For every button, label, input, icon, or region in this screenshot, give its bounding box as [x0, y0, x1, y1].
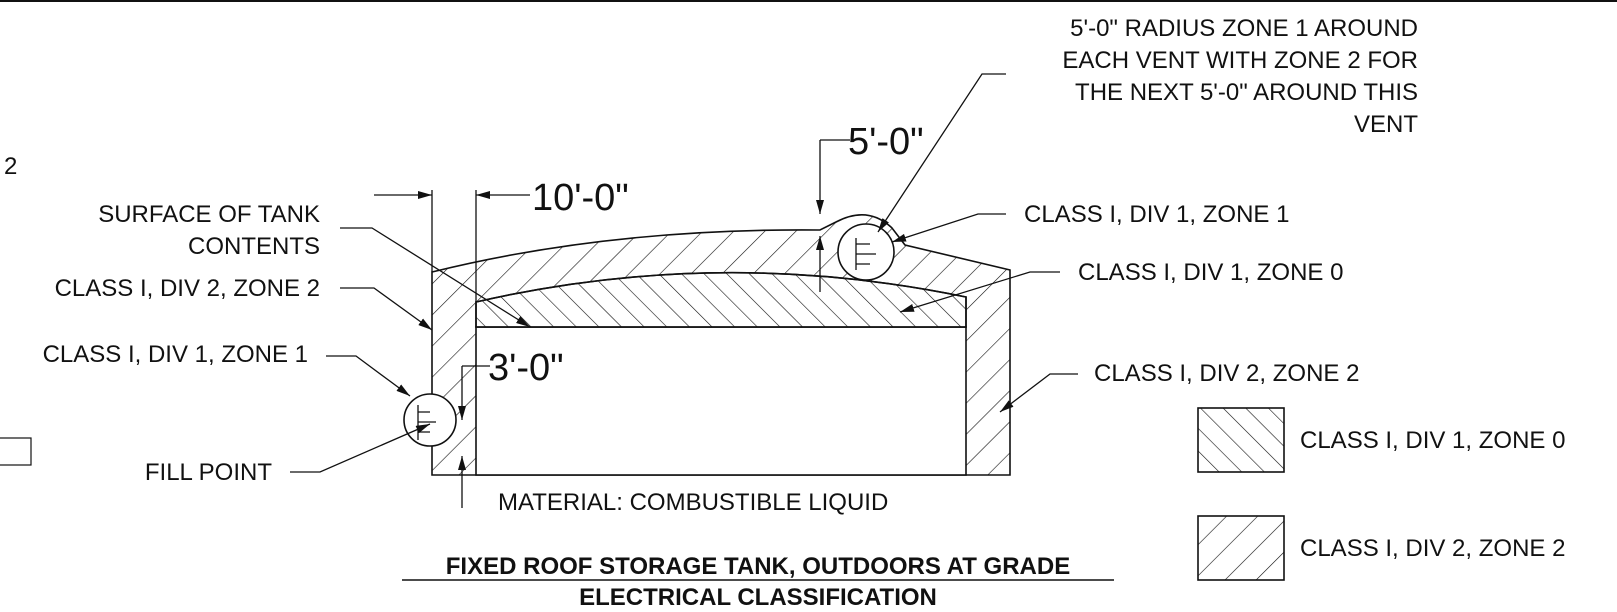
vent-note-line1: 5'-0" RADIUS ZONE 1 AROUND [1070, 15, 1418, 42]
vent-note-line2: EACH VENT WITH ZONE 2 FOR [1062, 47, 1418, 74]
left-div2-zone2-leader [340, 287, 433, 331]
fill-point-leader [290, 423, 431, 473]
right-div2-zone2-label: CLASS I, DIV 2, ZONE 2 [1094, 360, 1359, 387]
surface-label-line2: CONTENTS [188, 233, 320, 260]
surface-label-line1: SURFACE OF TANK [98, 201, 320, 228]
left-div1-zone1-label: CLASS I, DIV 1, ZONE 1 [43, 341, 308, 368]
tank-interior [475, 326, 967, 476]
right-div1-zone1-leader [891, 213, 1006, 243]
legend-label-div1-zone0: CLASS I, DIV 1, ZONE 0 [1300, 427, 1565, 454]
right-div2-zone2-leader [999, 373, 1078, 413]
vent-note-leader [877, 73, 1006, 233]
title-line1: FIXED ROOF STORAGE TANK, OUTDOORS AT GRA… [446, 553, 1070, 580]
right-div1-zone1-label: CLASS I, DIV 1, ZONE 1 [1024, 201, 1289, 228]
sheet-fragment-box [0, 437, 32, 466]
right-div1-zone0-leader [899, 271, 1060, 313]
right-div1-zone0-label: CLASS I, DIV 1, ZONE 0 [1078, 259, 1343, 286]
dim-10ft-text: 10'-0" [532, 177, 629, 219]
dim-5ft-text: 5'-0" [848, 121, 924, 163]
div1-zone0-hatch [475, 271, 967, 328]
title-line2: ELECTRICAL CLASSIFICATION [579, 584, 937, 611]
surface-leader [340, 227, 531, 328]
fill-point-label: FILL POINT [145, 459, 272, 486]
legend-label-div2-zone2: CLASS I, DIV 2, ZONE 2 [1300, 535, 1565, 562]
material-label: MATERIAL: COMBUSTIBLE LIQUID [498, 489, 888, 516]
legend-swatch-div2-zone2 [1197, 515, 1285, 581]
fill-point-symbol [417, 405, 436, 440]
sheet-fragment-text: 2 [4, 153, 17, 180]
vent-zone1-circle [837, 223, 895, 281]
left-div2-zone2-label: CLASS I, DIV 2, ZONE 2 [55, 275, 320, 302]
vent-symbol [855, 238, 876, 270]
fill-point-zone1-circle [403, 393, 457, 447]
legend: CLASS I, DIV 1, ZONE 0 CLASS I, DIV 2, Z… [1197, 407, 1565, 581]
vent-note-line4: VENT [1354, 111, 1418, 138]
legend-swatch-div1-zone0 [1197, 407, 1285, 473]
left-div1-zone1-leader [326, 355, 411, 397]
dim-3ft-text: 3'-0" [488, 347, 564, 389]
vent-note-line3: THE NEXT 5'-0" AROUND THIS [1075, 79, 1418, 106]
